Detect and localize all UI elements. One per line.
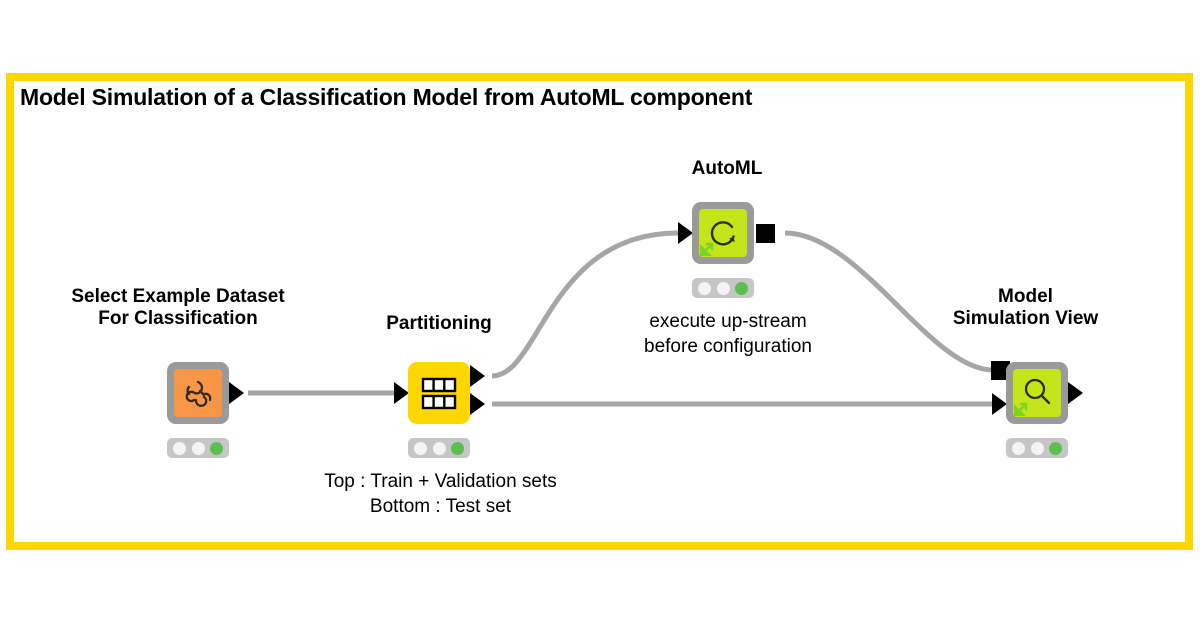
output-port-simulation[interactable] — [1068, 382, 1083, 404]
output-port-automl-model[interactable] — [756, 224, 775, 243]
node-label-line1: Partitioning — [386, 313, 492, 334]
status-bar-select-example-dataset — [167, 438, 229, 458]
status-dot-yellow — [716, 281, 730, 295]
status-dot-green — [1049, 441, 1063, 455]
status-bar-automl — [692, 278, 754, 298]
node-body-automl[interactable] — [692, 202, 754, 264]
node-body-select-example-dataset[interactable] — [167, 362, 229, 424]
node-label-line2: For Classification — [98, 308, 258, 330]
node-icon-tile — [174, 369, 222, 417]
status-dot-yellow — [1030, 441, 1044, 455]
output-port-partitioning-train[interactable] — [470, 365, 485, 387]
loop-circular-arrow-icon — [710, 221, 735, 246]
status-bar-model-simulation-view — [1006, 438, 1068, 458]
dataset-scribble-icon — [185, 380, 212, 407]
input-port-simulation-data[interactable] — [992, 393, 1007, 415]
annotation-line1: Top : Train + Validation sets — [324, 471, 557, 492]
node-body-model-simulation-view[interactable] — [1006, 362, 1068, 424]
node-icon-tile — [1013, 369, 1061, 417]
status-dot-red — [172, 441, 186, 455]
output-port-partitioning-test[interactable] — [470, 393, 485, 415]
status-dot-green — [210, 441, 224, 455]
status-dot-green — [735, 281, 749, 295]
status-dot-green — [451, 441, 465, 455]
node-label-line2: Simulation View — [952, 308, 1099, 330]
status-dot-red — [697, 281, 711, 295]
status-dot-red — [413, 441, 427, 455]
node-label-line1: AutoML — [691, 158, 763, 179]
component-arrow-icon — [700, 242, 714, 256]
output-port-dataset[interactable] — [229, 382, 244, 404]
annotation-line2: Bottom : Test set — [369, 495, 512, 517]
status-dot-yellow — [432, 441, 446, 455]
table-split-icon — [421, 377, 457, 410]
annotation-line2: before configuration — [644, 335, 812, 357]
annotation-line1: execute up-stream — [649, 311, 807, 332]
magnifier-icon — [1024, 378, 1051, 405]
workflow-title: Model Simulation of a Classification Mod… — [20, 84, 753, 110]
input-port-automl[interactable] — [678, 222, 693, 244]
node-icon-tile — [699, 209, 747, 257]
input-port-simulation-model[interactable] — [991, 361, 1010, 380]
component-arrow-icon — [1014, 402, 1028, 416]
status-dot-red — [1011, 441, 1025, 455]
status-dot-yellow — [191, 441, 205, 455]
annotation-partitioning-note: Top : Train + Validation sets Bottom : T… — [269, 470, 612, 519]
node-label-line1: Model — [998, 286, 1053, 307]
node-label-line1: Select Example Dataset — [71, 286, 285, 307]
input-port-partitioning[interactable] — [394, 382, 409, 404]
node-body-partitioning[interactable] — [408, 362, 470, 424]
annotation-automl-note: execute up-stream before configuration — [583, 310, 873, 359]
status-bar-partitioning — [408, 438, 470, 458]
